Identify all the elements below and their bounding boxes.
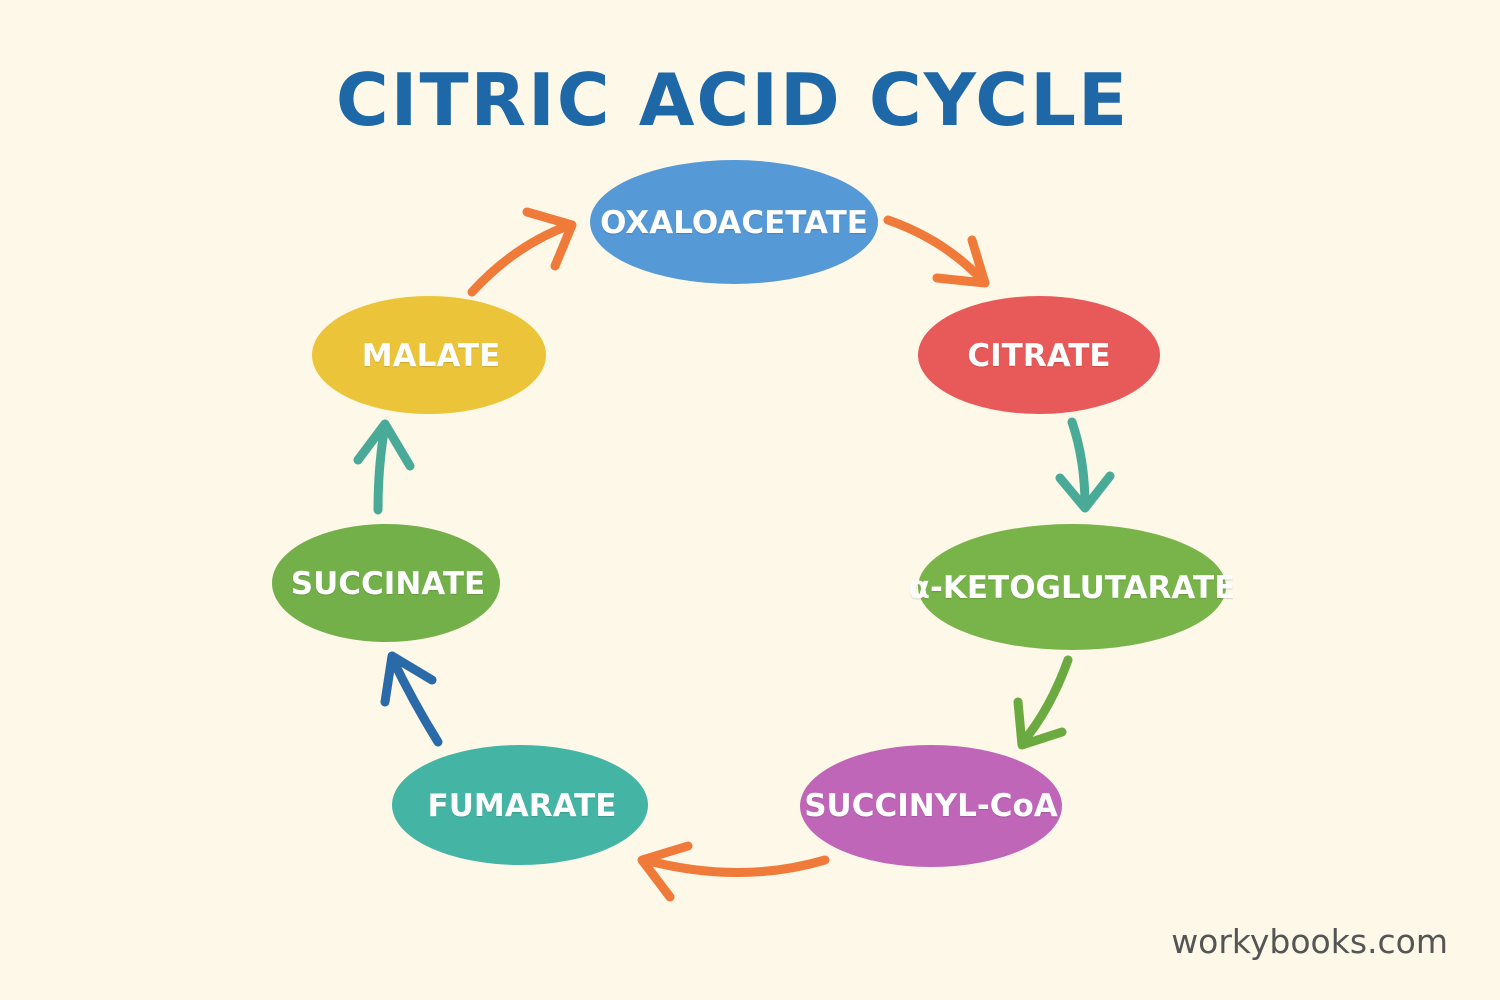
arrow-malate-to-oxaloacetate (467, 207, 577, 297)
node-label-fumarate: FUMARATE (427, 788, 617, 824)
node-label-succinate: SUCCINATE (290, 566, 486, 602)
node-fumarate (392, 745, 648, 865)
node-label-alpha-ketoglutarate: α-KETOGLUTARATE (908, 570, 1236, 606)
node-succinyl-coa (800, 745, 1062, 867)
arrow-succinyl-coa-to-fumarate (637, 841, 830, 902)
arrow-citrate-to-alpha-ketoglutarate (1055, 417, 1115, 513)
arrow-oxaloacetate-to-citrate (883, 215, 990, 288)
node-label-succinyl-coa: SUCCINYL-CoA (804, 788, 1058, 824)
node-alpha-ketoglutarate (918, 524, 1226, 650)
node-oxaloacetate (590, 160, 878, 284)
diagram-title: CITRIC ACID CYCLE (335, 58, 1130, 142)
arrow-alpha-ketoglutarate-to-succinyl-coa (1013, 655, 1073, 750)
arrow-fumarate-to-succinate (380, 651, 443, 747)
node-citrate (918, 296, 1160, 414)
node-label-citrate: CITRATE (967, 338, 1111, 374)
node-succinate (272, 524, 500, 642)
node-malate (312, 296, 546, 414)
node-label-oxaloacetate: OXALOACETATE (600, 205, 868, 241)
watermark: workybooks.com (1171, 922, 1448, 961)
arrow-succinate-to-malate (353, 419, 415, 515)
node-label-malate: MALATE (361, 338, 501, 374)
